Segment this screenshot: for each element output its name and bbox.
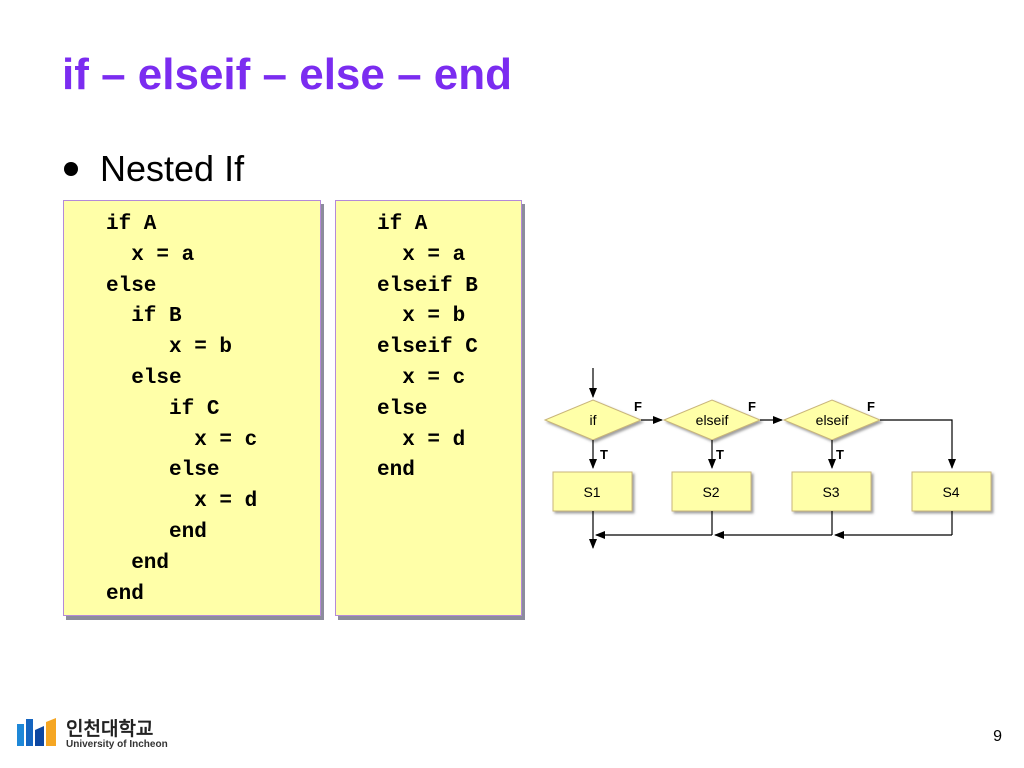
statement-s2-label: S2 xyxy=(702,484,719,500)
bullet-dot-icon xyxy=(64,162,78,176)
university-logo: 인천대학교 University of Incheon xyxy=(16,716,168,752)
decision-elseif-2: elseif xyxy=(782,399,882,441)
statement-s4-label: S4 xyxy=(942,484,959,500)
statement-s2: S2 xyxy=(671,471,752,512)
false-arrow-3 xyxy=(880,419,956,469)
elseif-code: if A x = a elseif B x = b elseif C x = c… xyxy=(377,213,478,483)
university-logo-icon xyxy=(17,718,56,746)
decision-if-label: if xyxy=(590,412,597,428)
decision-elseif-1-label: elseif xyxy=(696,412,729,428)
elseif-code-box: if A x = a elseif B x = b elseif C x = c… xyxy=(335,200,522,616)
statement-s3-label: S3 xyxy=(822,484,839,500)
true-label-1: T xyxy=(600,447,608,462)
logo-korean-text: 인천대학교 xyxy=(66,717,154,740)
false-label-3: F xyxy=(867,399,875,414)
logo-english-text: University of Incheon xyxy=(66,738,168,750)
nested-if-code: if A x = a else if B x = b else if C x =… xyxy=(106,213,258,606)
bullet-text: Nested If xyxy=(100,148,245,189)
statement-s3: S3 xyxy=(791,471,872,512)
statement-s1-label: S1 xyxy=(583,484,600,500)
decision-elseif-1: elseif xyxy=(662,399,762,441)
page-number: 9 xyxy=(993,728,1002,745)
decision-elseif-2-label: elseif xyxy=(816,412,849,428)
statement-s4: S4 xyxy=(911,471,992,512)
false-label-2: F xyxy=(748,399,756,414)
slide-title: if – elseif – else – end xyxy=(62,50,513,99)
true-label-3: T xyxy=(836,447,844,462)
nested-if-code-box: if A x = a else if B x = b else if C x =… xyxy=(63,200,321,616)
false-label-1: F xyxy=(634,399,642,414)
bullet-item: Nested If xyxy=(64,148,244,190)
true-label-2: T xyxy=(716,447,724,462)
statement-s1: S1 xyxy=(552,471,633,512)
decision-if: if xyxy=(543,399,643,441)
